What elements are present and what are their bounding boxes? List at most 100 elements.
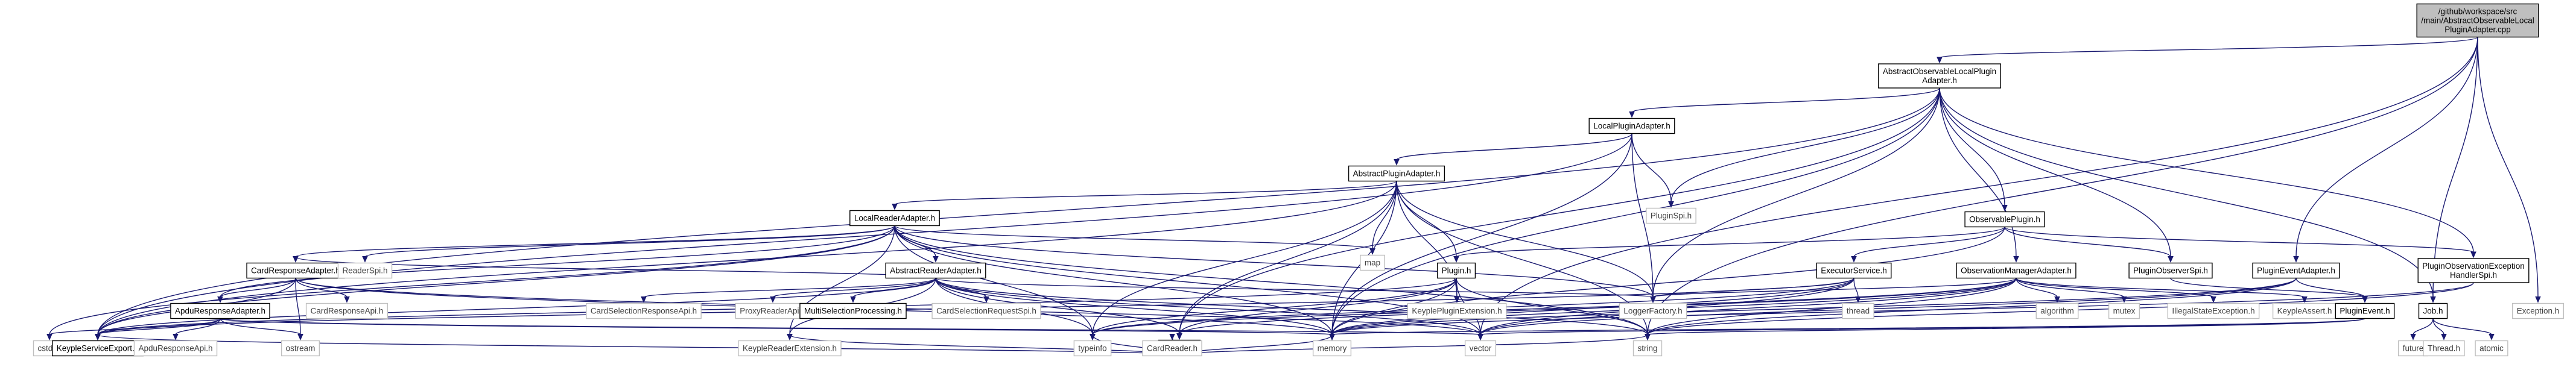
node-label: LoggerFactory.h xyxy=(1623,307,1682,316)
node-label: typeinfo xyxy=(1078,344,1106,353)
file-node-ara[interactable]: AbstractReaderAdapter.h xyxy=(885,262,986,279)
file-node-ostream: ostream xyxy=(281,340,320,357)
file-node-atomic: atomic xyxy=(2475,340,2508,357)
include-edge-oma-to-typeinfo xyxy=(1090,278,2017,340)
node-box xyxy=(1073,340,1112,357)
file-node-job[interactable]: Job.h xyxy=(2418,302,2448,319)
file-node-loggerfactory: LoggerFactory.h xyxy=(1619,302,1687,319)
include-edge-execsvc-to-thread xyxy=(1853,278,1861,303)
file-node-apdura[interactable]: ApduResponseAdapter.h xyxy=(170,302,270,319)
node-label: map xyxy=(1365,259,1380,268)
node-label: vector xyxy=(1470,344,1492,353)
include-edge-aolpa-to-loggerfactory xyxy=(1650,87,1940,303)
node-box xyxy=(281,340,320,357)
node-label: atomic xyxy=(2479,344,2504,353)
file-node-algorithm: algorithm xyxy=(2035,302,2079,319)
include-edge-oma-to-loggerfactory xyxy=(1650,277,2017,303)
file-node-obsplugin[interactable]: ObservablePlugin.h xyxy=(1964,211,2045,228)
node-label: IllegalStateException.h xyxy=(2172,307,2254,316)
node-box xyxy=(1312,340,1352,357)
node-box xyxy=(1842,302,1874,319)
node-label: AbstractObservableLocalPlugin xyxy=(1883,67,1996,76)
file-node-msp[interactable]: MultiSelectionProcessing.h xyxy=(799,302,907,319)
file-node-kse[interactable]: KeypleServiceExport.h xyxy=(52,340,144,357)
include-edge-lpa-to-pluginspi xyxy=(1631,133,1674,208)
file-node-crespa[interactable]: CardResponseAdapter.h xyxy=(246,262,345,279)
include-edge-apdura-to-apduresapi xyxy=(173,318,221,340)
node-label: PluginSpi.h xyxy=(1651,212,1692,221)
node-label: memory xyxy=(1318,344,1347,353)
node-box xyxy=(1588,118,1675,134)
node-label: algorithm xyxy=(2040,307,2074,316)
node-label: ProxyReaderApi.h xyxy=(740,307,806,316)
file-node-pea[interactable]: PluginEventAdapter.h xyxy=(2252,262,2340,279)
node-label: MultiSelectionProcessing.h xyxy=(804,307,902,316)
include-edge-lra-to-map xyxy=(894,225,1375,255)
file-node-oma[interactable]: ObservationManagerAdapter.h xyxy=(1956,262,2076,279)
file-node-keypleassert: KeypleAssert.h xyxy=(2272,302,2337,319)
node-box xyxy=(305,302,389,319)
node-label: LocalPluginAdapter.h xyxy=(1593,122,1670,131)
node-box xyxy=(2335,302,2395,319)
node-box xyxy=(1436,262,1476,279)
include-edge-obsplugin-to-pos xyxy=(2004,227,2174,263)
node-label: Thread.h xyxy=(2428,344,2460,353)
node-box xyxy=(2252,262,2340,279)
file-node-execsvc[interactable]: ExecutorService.h xyxy=(1816,262,1892,279)
include-edge-aolpa-to-job xyxy=(1939,87,2436,303)
file-node-root: /github/workspace/src/main/AbstractObser… xyxy=(2416,3,2539,38)
node-box xyxy=(738,340,842,357)
file-node-vector: vector xyxy=(1464,340,1497,357)
include-edge-aolpa-to-poehs xyxy=(1939,87,2476,259)
node-label: CardSelectionRequestSpi.h xyxy=(936,307,1036,316)
node-box xyxy=(1464,340,1497,357)
node-box xyxy=(1646,207,1696,224)
file-node-pluginevent[interactable]: PluginEvent.h xyxy=(2335,302,2395,319)
node-label: Job.h xyxy=(2423,307,2443,316)
file-node-plugin[interactable]: Plugin.h xyxy=(1436,262,1476,279)
file-node-thread: thread xyxy=(1842,302,1874,319)
node-label: PluginObserverSpi.h xyxy=(2133,266,2208,275)
file-node-apduresapi: ApduResponseApi.h xyxy=(133,340,218,357)
file-node-threadh: Thread.h xyxy=(2423,340,2465,357)
file-node-kpe: KeyplePluginExtension.h xyxy=(1407,302,1507,319)
node-label: string xyxy=(1637,344,1657,353)
node-box xyxy=(1964,211,2045,228)
file-node-ise: IllegalStateException.h xyxy=(2167,302,2260,319)
node-label: mutex xyxy=(2113,307,2136,316)
file-node-exception: Exception.h xyxy=(2512,302,2564,319)
node-label: KeypleServiceExport.h xyxy=(57,344,139,353)
node-label: KeypleReaderExtension.h xyxy=(743,344,837,353)
node-label: PluginEventAdapter.h xyxy=(2257,266,2335,275)
include-edge-apdura-to-ostream xyxy=(220,318,303,340)
include-edge-reader-to-memory xyxy=(1179,334,1335,356)
file-node-lpa[interactable]: LocalPluginAdapter.h xyxy=(1588,118,1675,134)
file-node-map: map xyxy=(1360,254,1385,271)
node-label: ObservationManagerAdapter.h xyxy=(1961,266,2072,275)
file-node-cardreader: CardReader.h xyxy=(1142,340,1202,357)
node-box xyxy=(2512,302,2564,319)
node-label: Plugin.h xyxy=(1442,266,1471,275)
edges-layer xyxy=(46,36,2541,356)
include-edge-obsplugin-to-execsvc xyxy=(1851,227,2005,263)
include-edge-job-to-atomic xyxy=(2432,318,2495,340)
include-edge-job-to-threadh xyxy=(2432,318,2447,340)
include-edge-aolpa-to-pluginspi xyxy=(1668,87,1940,208)
file-node-csreqspi: CardSelectionRequestSpi.h xyxy=(931,302,1041,319)
file-node-mutex: mutex xyxy=(2108,302,2140,319)
include-edge-aolpa-to-pos xyxy=(1939,87,2174,263)
file-node-lra[interactable]: LocalReaderAdapter.h xyxy=(849,210,940,227)
node-label: AbstractPluginAdapter.h xyxy=(1353,169,1441,178)
node-box xyxy=(1956,262,2076,279)
node-box xyxy=(2272,302,2337,319)
node-box xyxy=(1407,302,1507,319)
node-box xyxy=(337,262,393,279)
include-edge-oma-to-mutex xyxy=(2016,278,2127,303)
include-edge-reader-to-string xyxy=(1179,334,1651,356)
include-edge-crespa-to-apdura xyxy=(217,278,296,303)
file-node-pos[interactable]: PluginObserverSpi.h xyxy=(2128,262,2213,279)
file-node-apa[interactable]: AbstractPluginAdapter.h xyxy=(1348,165,1445,182)
node-label: KeyplePluginExtension.h xyxy=(1412,307,1502,316)
